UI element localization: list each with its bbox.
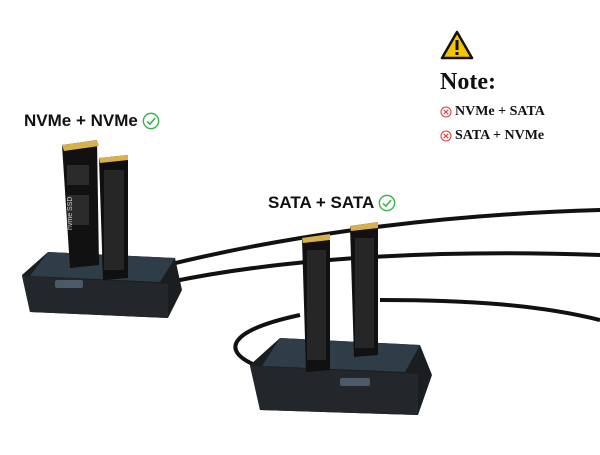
x-circle-icon <box>440 130 452 142</box>
note-item-1: NVMe + SATA <box>440 104 590 120</box>
note-item-2: SATA + NVMe <box>440 128 590 144</box>
nvme-pair-label: NVMe + NVMe <box>24 111 160 131</box>
cable <box>233 313 301 367</box>
note-item-text: SATA + NVMe <box>455 128 545 143</box>
left-dock <box>22 252 182 318</box>
nvme-pair-text: NVMe + NVMe <box>24 111 138 130</box>
sata-pair-label: SATA + SATA <box>268 193 396 213</box>
note-panel: Note: NVMe + SATA SATA + NVMe <box>440 30 590 144</box>
note-title: Note: <box>440 69 496 95</box>
x-circle-icon <box>440 106 452 118</box>
drive-label: nvme SSD <box>67 197 74 230</box>
warning-triangle-icon <box>440 30 474 60</box>
cable <box>139 208 600 274</box>
cable <box>169 251 600 284</box>
right-drive-1 <box>302 234 330 372</box>
note-item-text: NVMe + SATA <box>455 104 545 119</box>
left-drive-1: nvme SSD <box>62 140 99 268</box>
right-drive-2 <box>350 222 378 357</box>
right-dock <box>250 338 432 415</box>
sata-pair-text: SATA + SATA <box>268 193 375 212</box>
cable <box>379 298 600 322</box>
check-circle-icon <box>378 194 396 212</box>
left-drive-2 <box>99 155 128 280</box>
check-circle-icon <box>142 112 160 130</box>
